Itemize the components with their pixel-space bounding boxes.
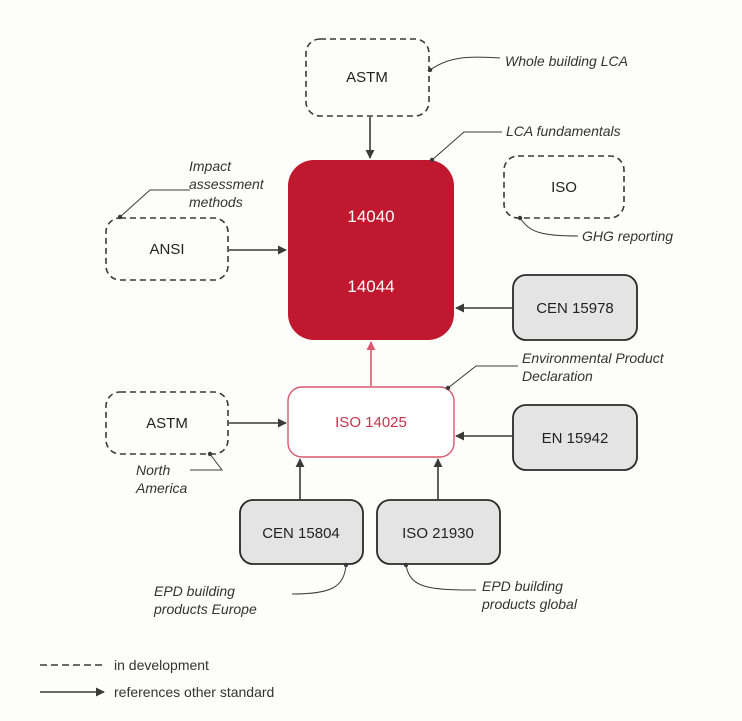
annotation-impact-line2: assessment — [189, 176, 265, 192]
leader-dot — [517, 215, 523, 221]
astm-left-label: ASTM — [146, 415, 188, 432]
leader-dot — [427, 67, 433, 73]
leader-dot — [429, 157, 435, 163]
iso-21930-label: ISO 21930 — [402, 525, 474, 542]
leader-dot — [117, 214, 123, 220]
cen-15978-box: CEN 15978 — [512, 274, 638, 341]
leader-dot — [343, 562, 349, 568]
leader-lca-fundamentals — [431, 131, 502, 161]
leader-dot — [403, 562, 409, 568]
leader-impact — [119, 189, 190, 218]
legend: in development references other standard — [40, 657, 274, 700]
leader-dot — [445, 385, 451, 391]
iso-14040-label: 14040 — [347, 207, 394, 226]
leader-whole-building — [429, 56, 501, 71]
main-lca-box: 14040 14044 — [288, 160, 454, 340]
en-15942-label: EN 15942 — [542, 430, 609, 447]
annotation-epd-global-line2: products global — [481, 596, 578, 612]
annotation-epd-declaration-line1: Environmental Product — [522, 350, 665, 366]
en-15942-box: EN 15942 — [512, 404, 638, 471]
legend-arrow-label: references other standard — [114, 684, 274, 700]
annotation-epd-global-line1: EPD building — [482, 578, 563, 594]
annotation-north-america-line2: America — [135, 480, 188, 496]
reference-arrows — [229, 117, 512, 499]
ansi-box: ANSI — [105, 217, 229, 281]
annotation-epd-europe-line2: products Europe — [153, 601, 257, 617]
leader-ghg — [519, 217, 579, 237]
iso-14025-label: ISO 14025 — [335, 414, 407, 431]
ansi-label: ANSI — [149, 241, 184, 258]
leader-dot — [207, 451, 213, 457]
iso-14025-box: ISO 14025 — [287, 386, 455, 458]
annotation-ghg-reporting: GHG reporting — [582, 228, 673, 244]
cen-15804-box: CEN 15804 — [239, 499, 364, 565]
annotation-whole-building: Whole building LCA — [505, 53, 628, 69]
annotation-epd-declaration-line2: Declaration — [522, 368, 593, 384]
iso-right-label: ISO — [551, 179, 577, 196]
annotation-lca-fundamentals: LCA fundamentals — [506, 123, 621, 139]
astm-top-label: ASTM — [346, 69, 388, 86]
annotation-leaders — [119, 56, 579, 595]
annotation-impact-line3: methods — [189, 194, 243, 210]
leader-dots — [117, 67, 523, 568]
annotation-north-america-line1: North — [136, 462, 170, 478]
leader-north-america — [190, 453, 223, 471]
astm-left-box: ASTM — [105, 391, 229, 455]
leader-epd-global — [405, 564, 477, 591]
leader-epd-declaration — [447, 365, 518, 389]
iso-21930-box: ISO 21930 — [376, 499, 501, 565]
cen-15804-label: CEN 15804 — [262, 525, 340, 542]
legend-dashed-label: in development — [114, 657, 209, 673]
astm-top-box: ASTM — [305, 38, 430, 117]
annotation-epd-europe-line1: EPD building — [154, 583, 235, 599]
leader-epd-europe — [291, 564, 347, 595]
annotation-impact-line1: Impact — [189, 158, 232, 174]
iso-14044-label: 14044 — [347, 277, 394, 296]
cen-15978-label: CEN 15978 — [536, 300, 614, 317]
iso-right-box: ISO — [503, 155, 625, 219]
